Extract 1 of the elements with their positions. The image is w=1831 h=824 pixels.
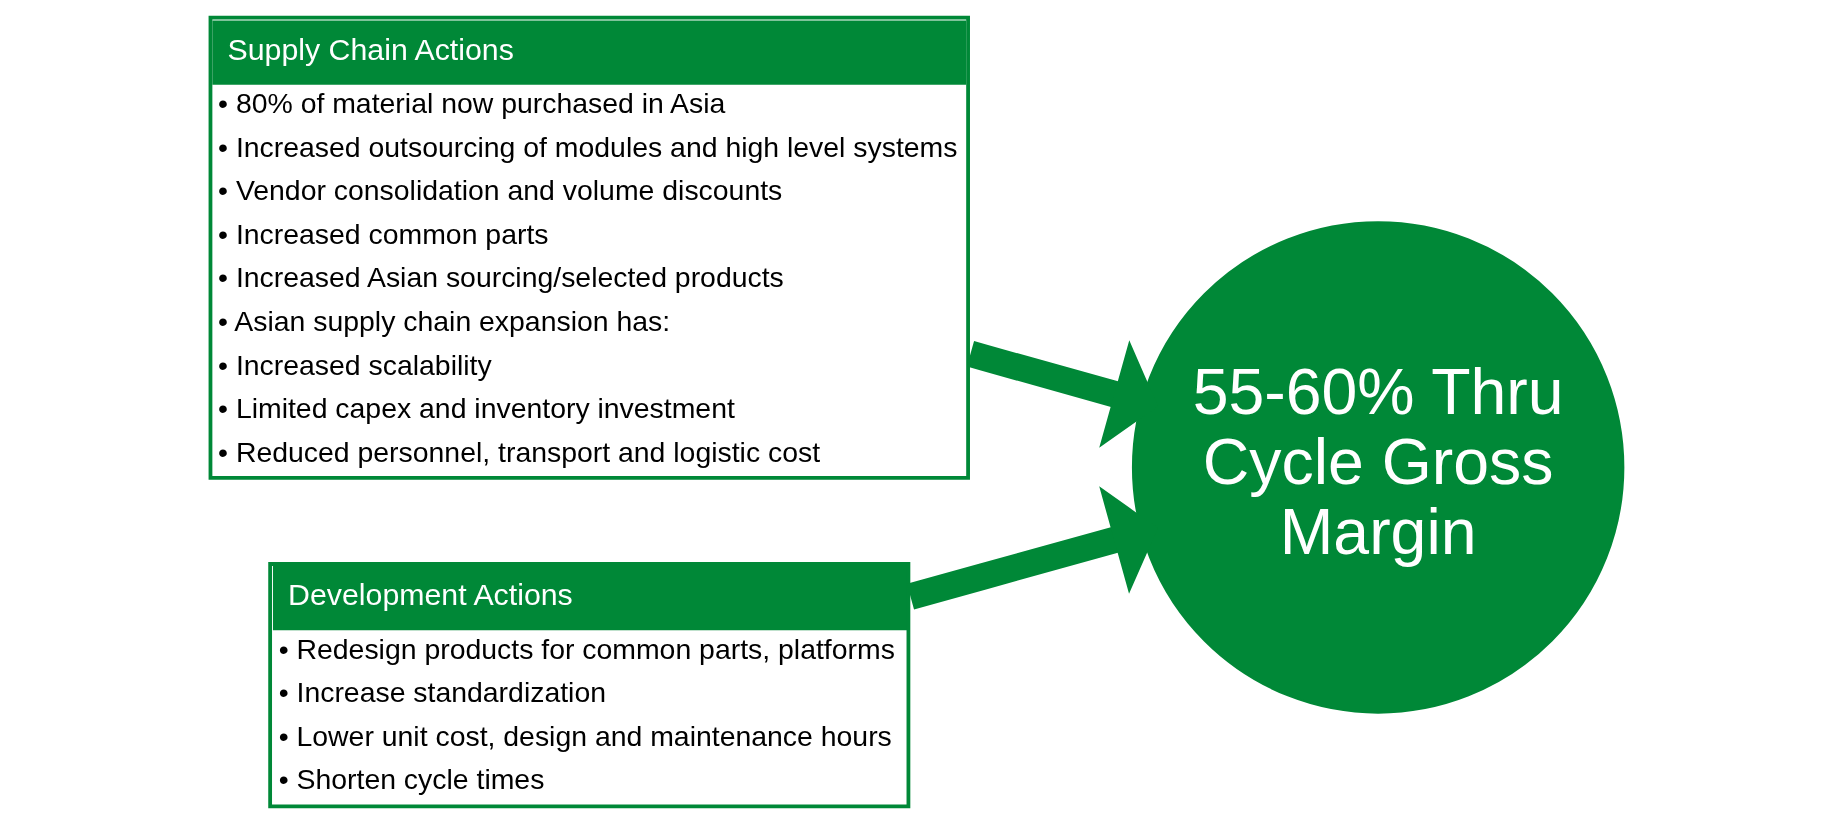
node-circle: 55-60% Thru Cycle Gross Margin xyxy=(1131,221,1624,714)
